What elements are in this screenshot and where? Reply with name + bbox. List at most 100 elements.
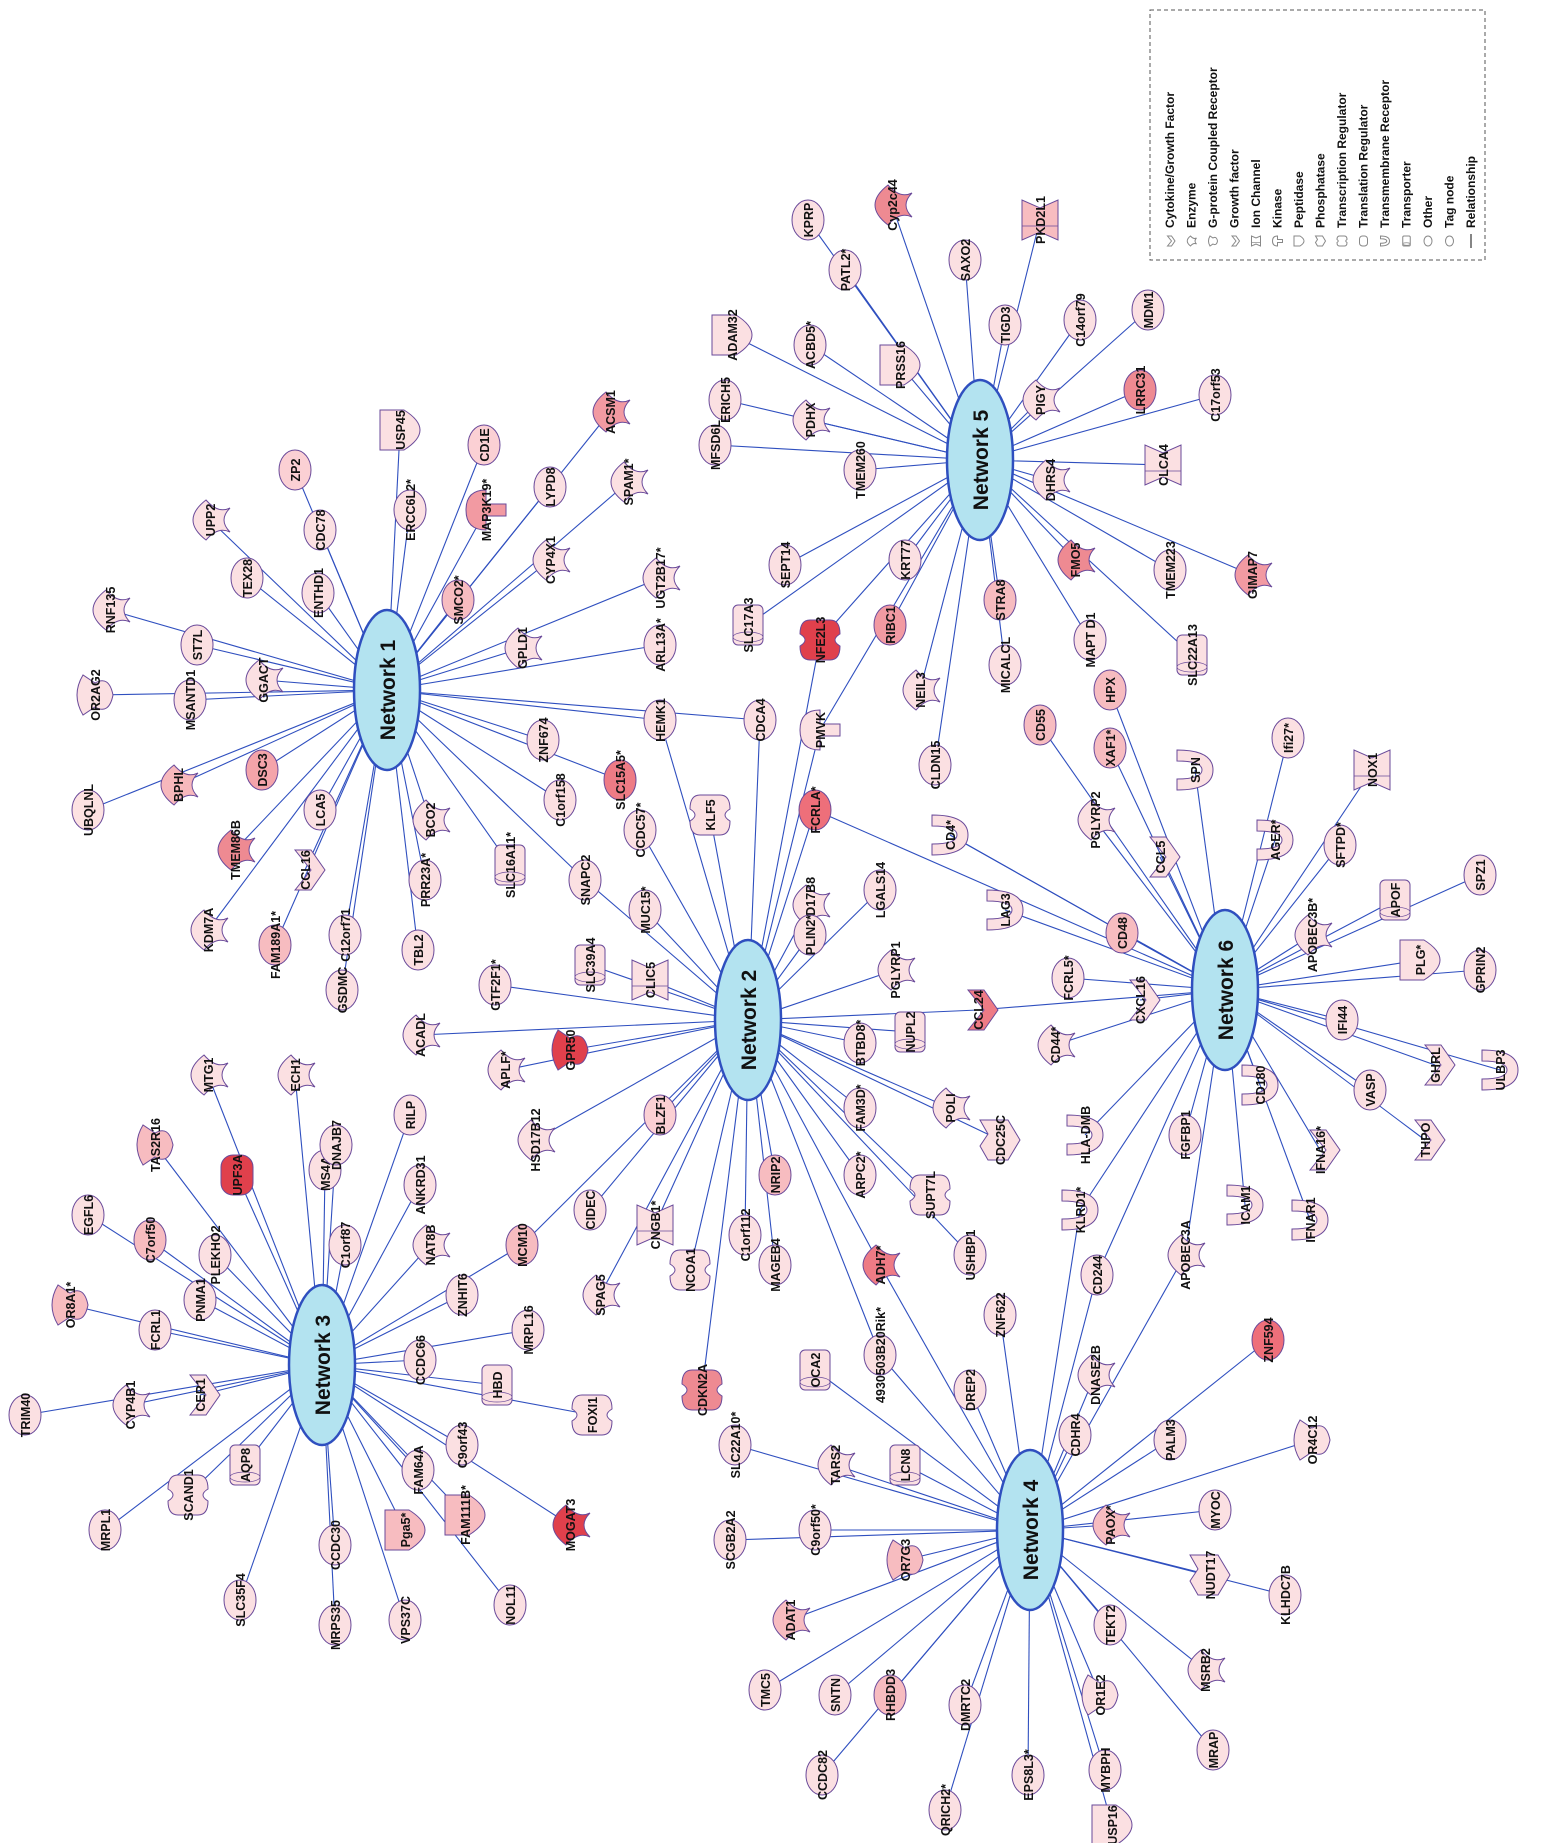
node-prss16[interactable]: PRSS16 [879,341,921,389]
node-4930503b20rik[interactable]: 4930503B20Rik* [863,1307,897,1403]
node-spag5[interactable]: SPAG5 [582,1274,621,1316]
node-cyp4b1[interactable]: CYP4B1 [112,1381,151,1430]
node-znf674[interactable]: ZNF674 [526,717,560,763]
node-cngb1[interactable]: CNGB1* [636,1201,674,1250]
node-acbd5[interactable]: ACBD5* [793,321,827,369]
node-fgfbp1[interactable]: FGFBP1 [1168,1110,1202,1160]
node-mcm10[interactable]: MCM10 [505,1223,539,1267]
node-tex28[interactable]: TEX28 [230,557,264,599]
node-palm3[interactable]: PALM3 [1153,1419,1187,1461]
node-cd180[interactable]: CD180 [1241,1064,1279,1106]
node-gsdmc[interactable]: GSDMC [325,967,359,1014]
node-sept14[interactable]: SEPT14 [768,542,802,589]
node-dhrs4[interactable]: DHRS4 [1032,459,1071,501]
node-cyp2c44[interactable]: Cyp2c44 [874,179,913,231]
node-msrb2[interactable]: MSRB2 [1187,1648,1226,1692]
node-ushbp1[interactable]: USHBP1 [953,1230,987,1281]
node-adh7[interactable]: ADH7* [862,1244,901,1286]
node-egfl6[interactable]: EGFL6 [71,1194,105,1236]
node-mfsd6l[interactable]: MFSD6L [698,420,732,470]
node-c1orf87[interactable]: C1orf87 [328,1222,362,1269]
node-c17orf53[interactable]: C17orf53 [1198,368,1232,422]
node-cidec[interactable]: CIDEC [573,1189,607,1231]
node-mapt-d1[interactable]: MAPT D1 [1073,613,1107,668]
node-adam32[interactable]: ADAM32 [711,309,753,361]
node-adat1[interactable]: ADAT1 [772,1599,811,1641]
node-c14orf79[interactable]: C14orf79 [1063,293,1097,347]
node-hbd[interactable]: HBD [481,1364,513,1406]
node-or7g3[interactable]: OR7G3 [886,1539,924,1581]
node-mogat3[interactable]: MOGAT3 [552,1499,591,1552]
node-tars2[interactable]: TARS2 [817,1444,856,1486]
node-clca4[interactable]: CLCA4 [1144,444,1182,486]
node-znf594[interactable]: ZNF594 [1251,1317,1285,1363]
node-tas2r16[interactable]: TAS2R16 [136,1118,174,1172]
node-cxcl16[interactable]: CXCL16 [1128,976,1161,1024]
hub-n2[interactable]: Network 2 [713,938,783,1102]
node-dsc3[interactable]: DSC3 [245,749,279,791]
node-apobec3a[interactable]: APOBEC3A [1167,1220,1206,1290]
node-apof[interactable]: APOF [1379,879,1411,921]
node-plekho2[interactable]: PLEKHO2 [198,1225,232,1285]
node-bphl[interactable]: BPHL [160,764,199,806]
node-blzf1[interactable]: BLZF1 [643,1094,677,1136]
node-pga5[interactable]: Pga5* [384,1509,426,1551]
node-slc15a5[interactable]: SLC15A5* [603,750,637,810]
node-mageb4[interactable]: MAGEB4 [758,1238,792,1292]
node-pglyrp2[interactable]: PGLYRP2 [1077,791,1116,849]
node-dnajb7[interactable]: DNAJB7 [319,1120,353,1170]
node-clic5[interactable]: CLIC5 [631,959,669,1001]
node-mrpl16[interactable]: MRPL16 [511,1305,545,1355]
hub-n4[interactable]: Network 4 [995,1448,1065,1612]
node-cd48[interactable]: CD48 [1105,912,1139,954]
node-or8a1[interactable]: OR8A1* [51,1282,89,1329]
node-ifna16[interactable]: IFNA16* [1308,1126,1341,1174]
node-gimap7[interactable]: GIMAP7 [1234,551,1273,599]
node-dmrtc2[interactable]: DMRTC2 [948,1679,982,1731]
node-prr23a[interactable]: PRR23A* [408,853,442,907]
node-c9orf43[interactable]: C9orf43 [445,1422,479,1469]
node-msantd1[interactable]: MSANTD1 [173,670,207,730]
node-znf622[interactable]: ZNF622 [983,1292,1017,1338]
node-fcrla[interactable]: FCRLA* [798,786,832,834]
node-fam189a1[interactable]: FAM189A1* [258,911,292,979]
node-krt77[interactable]: KRT77 [888,539,922,581]
node-tekt2[interactable]: TEKT2 [1093,1604,1127,1646]
node-saxo2[interactable]: SAXO2 [948,239,982,281]
node-snapc2[interactable]: SNAPC2 [568,855,602,906]
node-fam64a[interactable]: FAM64A [401,1445,435,1495]
node-ccl5[interactable]: CCL5 [1148,836,1181,878]
node-ccdc30[interactable]: CCDC30 [318,1520,352,1570]
node-cldn15[interactable]: CLDN15 [918,741,952,790]
node-cer1[interactable]: CER1 [188,1374,221,1416]
node-ubqlnl[interactable]: UBQLNL [71,784,105,836]
node-mdm1[interactable]: MDM1 [1131,289,1165,331]
node-mybph[interactable]: MYBPH [1088,1747,1122,1793]
node-cdc25c[interactable]: CDC25C [979,1115,1021,1165]
node-lrrc31[interactable]: LRRC31 [1123,366,1157,415]
node-slc39a4[interactable]: SLC39A4 [574,938,606,993]
node-znhit6[interactable]: ZNHIT6 [445,1273,479,1317]
node-myoc[interactable]: MYOC [1198,1489,1232,1531]
node-xaf1[interactable]: XAF1* [1093,727,1127,769]
node-gpr50[interactable]: GPR50 [551,1029,589,1071]
hub-n6[interactable]: Network 6 [1190,908,1260,1072]
node-bco2[interactable]: BCO2 [412,799,451,841]
node-cdca4[interactable]: CDCA4 [743,698,777,742]
node-kprp[interactable]: KPRP [791,199,825,241]
node-dnase2b[interactable]: DNASE2B [1077,1345,1116,1405]
node-mrpl1[interactable]: MRPL1 [88,1509,122,1551]
node-apobec3b[interactable]: APOBEC3B* [1294,898,1333,972]
node-muc15[interactable]: MUC15* [628,886,662,934]
node-stra8[interactable]: STRA8 [983,579,1017,621]
node-nat8b[interactable]: NAT8B [412,1224,451,1266]
node-c1orf112[interactable]: C1orf112 [728,1209,762,1262]
node-vasp[interactable]: VASP [1353,1069,1387,1111]
node-ccdc82[interactable]: CCDC82 [805,1750,839,1800]
node-usp16[interactable]: USP16 [1091,1804,1133,1843]
hub-n1[interactable]: Network 1 [352,608,422,772]
node-tmem260[interactable]: TMEM260 [843,441,877,499]
node-trim40[interactable]: TRIM40 [8,1393,42,1438]
node-cd55[interactable]: CD55 [1023,704,1057,746]
node-ribc1[interactable]: RIBC1 [873,604,907,646]
